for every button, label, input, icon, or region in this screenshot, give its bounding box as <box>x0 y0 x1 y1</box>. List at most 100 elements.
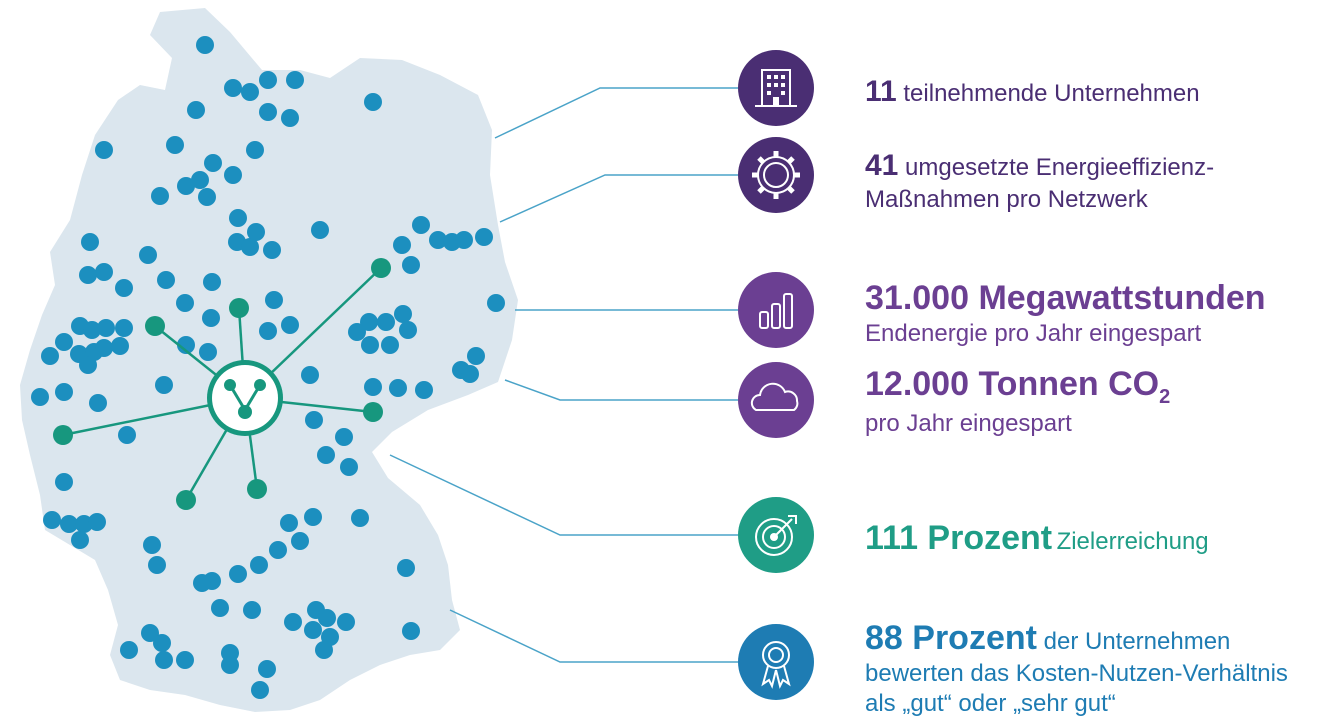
location-dot <box>43 511 61 529</box>
building-icon <box>738 50 814 126</box>
location-dot <box>229 565 247 583</box>
location-dot <box>305 411 323 429</box>
location-dot <box>263 241 281 259</box>
location-dot <box>115 279 133 297</box>
location-dot <box>335 428 353 446</box>
award-icon <box>738 624 814 700</box>
location-dot <box>155 376 173 394</box>
location-dot <box>166 136 184 154</box>
location-dot <box>157 271 175 289</box>
location-dot <box>361 336 379 354</box>
location-dot <box>318 609 336 627</box>
location-dot <box>95 141 113 159</box>
location-dot <box>229 209 247 227</box>
location-dot <box>360 313 378 331</box>
stat-satisfaction-number: 88 Prozent <box>865 619 1037 657</box>
location-dot <box>317 446 335 464</box>
location-dot <box>221 656 239 674</box>
location-dot <box>399 321 417 339</box>
stat-co2: 12.000 Tonnen CO2 pro Jahr eingespart <box>865 364 1170 438</box>
location-dot <box>455 231 473 249</box>
location-dot <box>311 221 329 239</box>
location-dot <box>315 641 333 659</box>
stat-measures: 41 umgesetzte Energieeffizienz- Maßnahme… <box>865 148 1214 214</box>
stat-satisfaction: 88 Prozent der Unternehmen bewerten das … <box>865 618 1288 718</box>
location-dot <box>31 388 49 406</box>
location-dot <box>79 266 97 284</box>
location-dot <box>153 634 171 652</box>
location-dot <box>95 263 113 281</box>
stat-target: 111 Prozent Zielerreichung <box>865 518 1209 559</box>
location-dot <box>41 347 59 365</box>
location-dot <box>415 381 433 399</box>
location-dot <box>139 246 157 264</box>
location-dot <box>250 556 268 574</box>
location-dot <box>115 319 133 337</box>
stat-measures-line1: umgesetzte Energieeffizienz- <box>905 154 1215 181</box>
bar-chart-icon <box>738 272 814 348</box>
stat-companies-text: teilnehmende Unternehmen <box>903 80 1200 107</box>
stat-measures-line2: Maßnahmen pro Netzwerk <box>865 185 1148 213</box>
target-icon <box>738 497 814 573</box>
location-dot <box>429 231 447 249</box>
stat-satisfaction-line2: bewerten das Kosten-Nutzen-Verhältnis <box>865 660 1288 688</box>
location-dot <box>141 624 159 642</box>
location-dot <box>265 291 283 309</box>
location-dot <box>280 514 298 532</box>
location-dot <box>259 103 277 121</box>
location-dot <box>155 651 173 669</box>
location-dot <box>259 71 277 89</box>
location-dot <box>284 613 302 631</box>
location-dot <box>258 660 276 678</box>
location-dot <box>79 356 97 374</box>
location-dot <box>81 233 99 251</box>
location-dot <box>211 599 229 617</box>
stat-satisfaction-text: der Unternehmen <box>1043 628 1231 655</box>
location-dot <box>487 294 505 312</box>
stat-co2-sub: pro Jahr eingespart <box>865 410 1072 438</box>
location-dot <box>412 216 430 234</box>
network-hub-icon <box>207 360 283 436</box>
location-dot <box>176 294 194 312</box>
stat-companies-number: 11 <box>865 75 897 108</box>
location-dot <box>193 574 211 592</box>
stat-energy-sub: Endenergie pro Jahr eingespart <box>865 320 1202 348</box>
location-dot <box>301 366 319 384</box>
location-dot <box>241 83 259 101</box>
location-dot <box>60 515 78 533</box>
location-dot <box>467 347 485 365</box>
location-dot <box>247 223 265 241</box>
location-dot <box>143 536 161 554</box>
location-dot <box>340 458 358 476</box>
germany-outline <box>20 8 518 712</box>
location-dot <box>241 238 259 256</box>
location-dot <box>198 188 216 206</box>
location-dot <box>118 426 136 444</box>
location-dot <box>364 378 382 396</box>
stat-energy-number: 31.000 Megawattstunden <box>865 279 1266 317</box>
location-dot <box>95 339 113 357</box>
stat-target-text: Zielerreichung <box>1056 528 1209 555</box>
location-dot <box>304 508 322 526</box>
location-dot <box>196 36 214 54</box>
location-dot <box>151 187 169 205</box>
location-dot <box>111 337 129 355</box>
stat-energy: 31.000 Megawattstunden Endenergie pro Ja… <box>865 278 1266 349</box>
location-dot <box>281 316 299 334</box>
location-dot <box>269 541 287 559</box>
location-dot <box>389 379 407 397</box>
location-dot <box>393 236 411 254</box>
location-dot <box>89 394 107 412</box>
location-dots <box>31 36 505 699</box>
location-dot <box>259 322 277 340</box>
location-dot <box>402 622 420 640</box>
location-dot <box>337 613 355 631</box>
location-dot <box>55 383 73 401</box>
location-dot <box>381 336 399 354</box>
location-dot <box>475 228 493 246</box>
location-dot <box>224 79 242 97</box>
location-dot <box>304 621 322 639</box>
stat-measures-number: 41 <box>865 149 899 182</box>
location-dot <box>83 321 101 339</box>
location-dot <box>286 71 304 89</box>
